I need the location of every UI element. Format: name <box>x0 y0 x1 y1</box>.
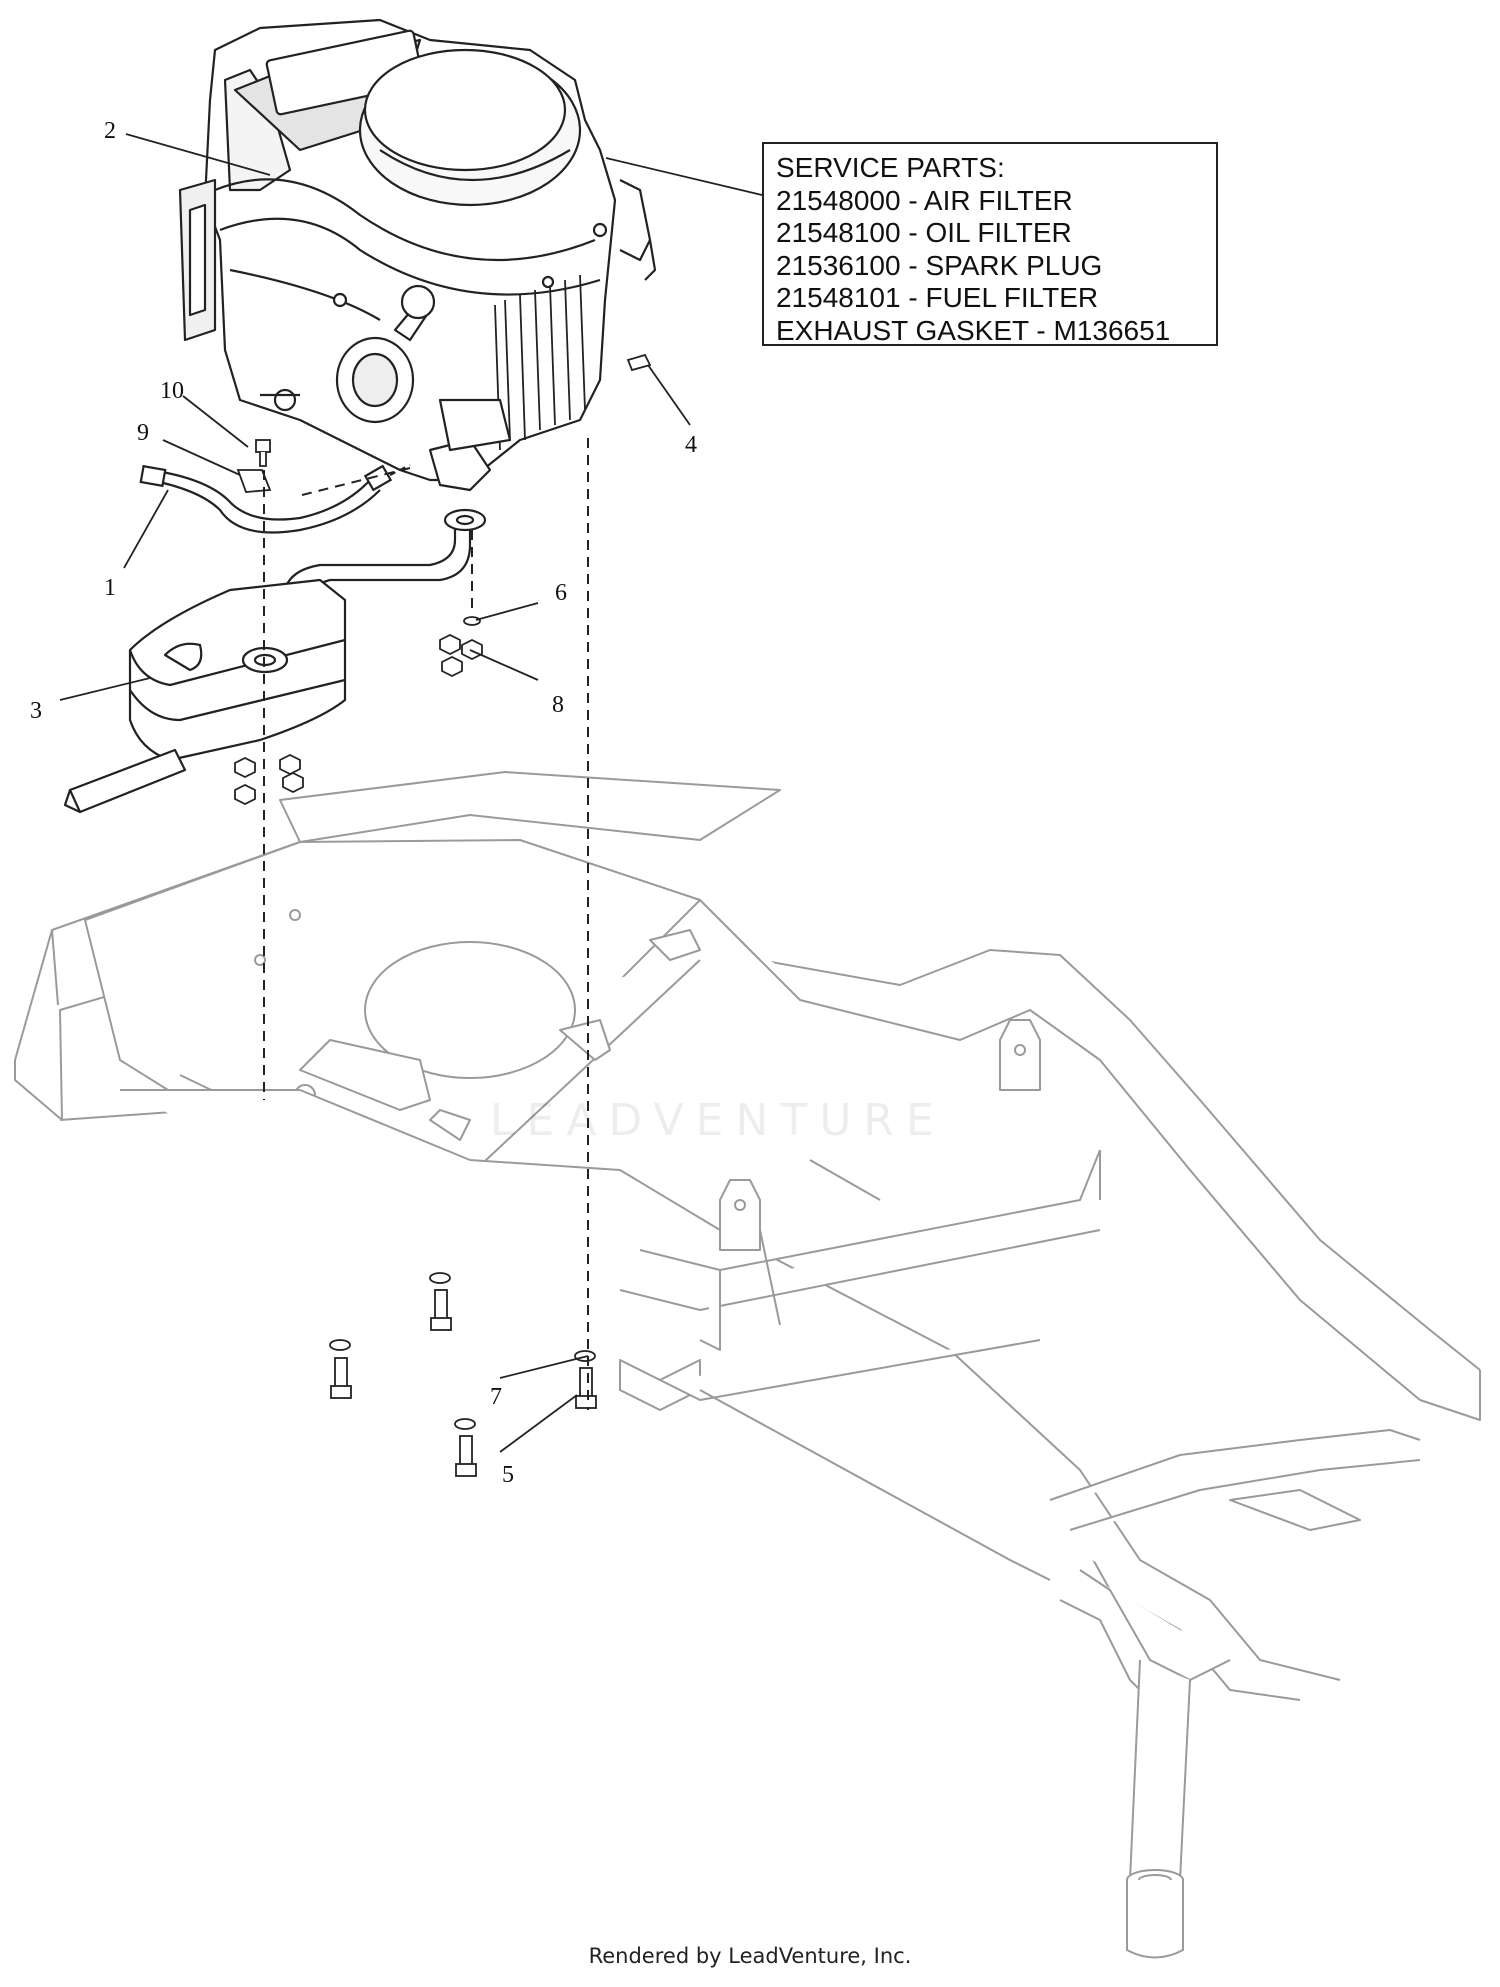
callout-2: 2 <box>104 118 116 144</box>
service-parts-title: SERVICE PARTS: <box>776 152 1005 183</box>
service-part-spark-plug: 21536100 - SPARK PLUG <box>776 249 1103 281</box>
service-part-air-filter: 21548000 - AIR FILTER <box>776 184 1073 216</box>
alignment-lines <box>263 438 589 1410</box>
callout-8: 8 <box>552 692 564 718</box>
footer-credit: Rendered by LeadVenture, Inc. <box>588 1944 912 1968</box>
engine <box>178 18 657 492</box>
callout-4: 4 <box>685 432 697 458</box>
callout-9: 9 <box>137 420 149 446</box>
callout-7: 7 <box>490 1384 502 1410</box>
leader-lines <box>59 133 763 1453</box>
muffler <box>63 508 487 814</box>
mower-frame <box>14 771 1481 1959</box>
callout-numbers: 1 2 3 4 5 6 7 8 9 10 <box>30 118 697 1488</box>
hardware <box>234 353 652 1477</box>
service-part-exhaust-gasket: EXHAUST GASKET - M136651 <box>776 314 1171 346</box>
callout-1: 1 <box>104 575 116 601</box>
service-part-oil-filter: 21548100 - OIL FILTER <box>776 217 1072 248</box>
callout-3: 3 <box>30 698 42 724</box>
callout-10: 10 <box>160 378 184 404</box>
service-parts-box: SERVICE PARTS: 21548000 - AIR FILTER 215… <box>762 142 1218 346</box>
watermark: LEADVENTURE <box>490 1095 946 1146</box>
service-part-fuel-filter: 21548101 - FUEL FILTER <box>776 282 1099 313</box>
callout-5: 5 <box>502 1462 514 1488</box>
fuel-hose <box>139 464 411 534</box>
callout-6: 6 <box>555 580 567 606</box>
